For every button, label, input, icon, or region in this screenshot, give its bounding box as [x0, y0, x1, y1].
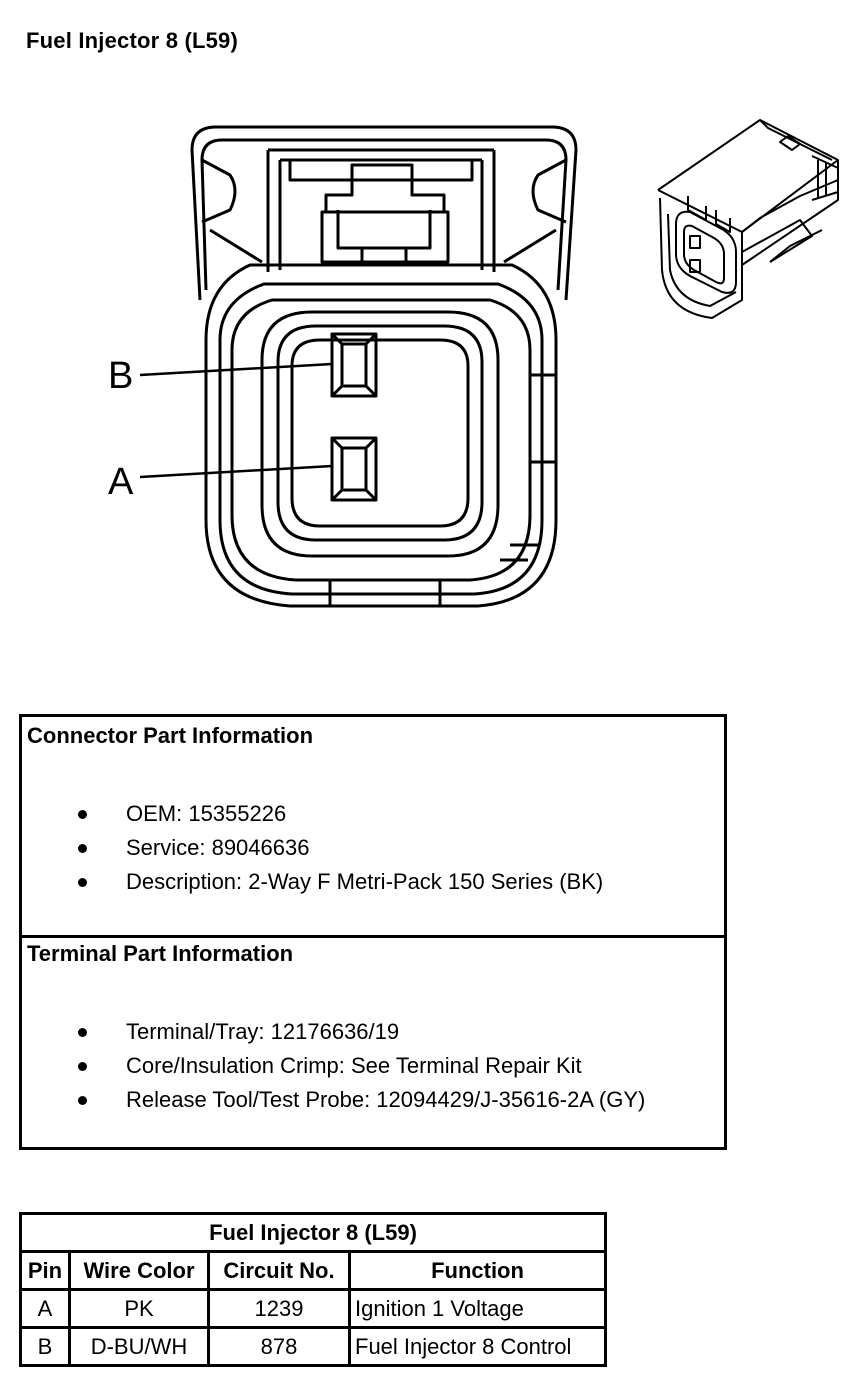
pin-table-header-row: Pin Wire Color Circuit No. Function	[19, 1250, 607, 1291]
list-item: Service: 89046636	[22, 831, 603, 865]
bullet-icon	[78, 1028, 87, 1037]
part-info-box: Connector Part Information OEM: 15355226…	[19, 714, 727, 1150]
terminal-part-info-list: Terminal/Tray: 12176636/19 Core/Insulati…	[22, 1015, 645, 1117]
list-item: Release Tool/Test Probe: 12094429/J-3561…	[22, 1083, 645, 1117]
circuit-no-cell: 1239	[207, 1288, 351, 1329]
pin-table: Fuel Injector 8 (L59) Pin Wire Color Cir…	[19, 1212, 607, 1367]
list-item: Description: 2-Way F Metri-Pack 150 Seri…	[22, 865, 603, 899]
connector-part-info-list: OEM: 15355226 Service: 89046636 Descript…	[22, 797, 603, 899]
function-cell: Ignition 1 Voltage	[348, 1288, 607, 1329]
bullet-icon	[78, 1096, 87, 1105]
pin-table-caption: Fuel Injector 8 (L59)	[19, 1212, 607, 1253]
pin-a-leader	[139, 464, 333, 479]
column-header-wire-color: Wire Color	[68, 1250, 210, 1291]
pin-b-leader	[139, 362, 333, 377]
list-item: Core/Insulation Crimp: See Terminal Repa…	[22, 1049, 645, 1083]
lock-tab	[320, 163, 450, 264]
terminal-part-info-section: Terminal Part Information Terminal/Tray:…	[22, 935, 724, 1147]
connector-top-housing	[190, 125, 578, 301]
bullet-icon	[78, 1062, 87, 1071]
page-title: Fuel Injector 8 (L59)	[26, 28, 239, 53]
connector-face-diagram: B A	[108, 119, 839, 608]
circuit-no-cell: 878	[207, 1326, 351, 1367]
pin-b-label: B	[108, 355, 133, 397]
pin-a-label: A	[108, 461, 134, 503]
function-cell: Fuel Injector 8 Control	[348, 1326, 607, 1367]
wire-color-cell: D-BU/WH	[68, 1326, 210, 1367]
connector-body-outer	[204, 263, 558, 608]
pin-cell: A	[19, 1288, 71, 1329]
column-header-circuit-no: Circuit No.	[207, 1250, 351, 1291]
connector-3d-thumbnail	[657, 119, 839, 319]
terminal-cavity-outer	[260, 310, 500, 558]
connector-part-info-heading: Connector Part Information	[27, 723, 314, 748]
list-item: Terminal/Tray: 12176636/19	[22, 1015, 645, 1049]
pin-cell: B	[19, 1326, 71, 1367]
bullet-icon	[78, 844, 87, 853]
terminal-part-info-heading: Terminal Part Information	[27, 941, 294, 966]
pin-a-cavity	[330, 436, 378, 502]
table-row: A PK 1239 Ignition 1 Voltage	[19, 1288, 607, 1329]
column-header-pin: Pin	[19, 1250, 71, 1291]
bullet-icon	[78, 810, 87, 819]
list-item: OEM: 15355226	[22, 797, 603, 831]
connector-part-info-section: Connector Part Information OEM: 15355226…	[22, 717, 724, 938]
wire-color-cell: PK	[68, 1288, 210, 1329]
table-row: B D-BU/WH 878 Fuel Injector 8 Control	[19, 1326, 607, 1367]
column-header-function: Function	[348, 1250, 607, 1291]
bullet-icon	[78, 878, 87, 887]
